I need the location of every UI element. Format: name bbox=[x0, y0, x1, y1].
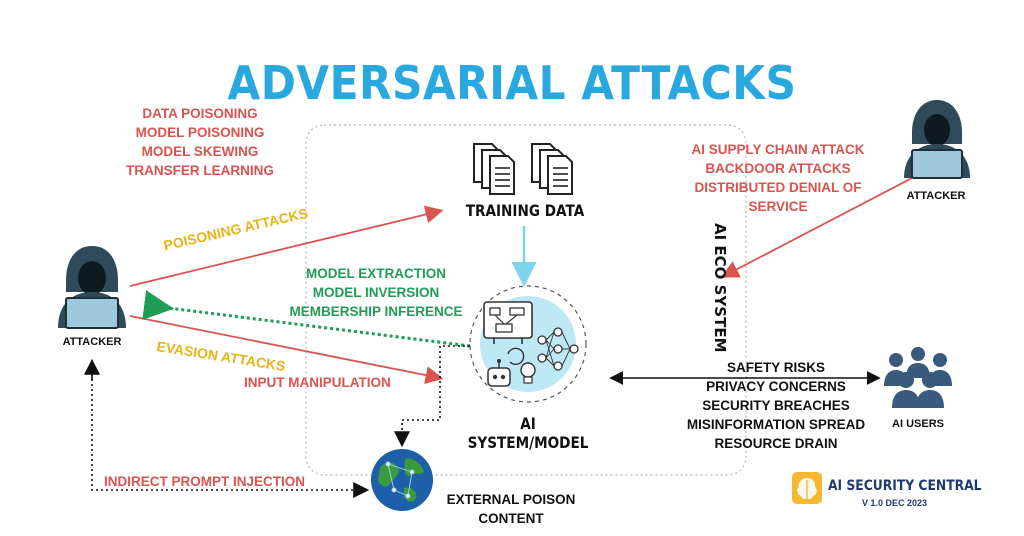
right-attack-list: AI SUPPLY CHAIN ATTACK BACKDOOR ATTACKS … bbox=[691, 142, 865, 214]
brand-logo bbox=[792, 472, 822, 504]
indirect-prompt-path bbox=[91, 364, 370, 498]
attacker-left-icon bbox=[58, 246, 126, 329]
model-attack-list: MODEL EXTRACTION MODEL INVERSION MEMBERS… bbox=[289, 266, 463, 319]
ai-users-label: AI USERS bbox=[892, 418, 944, 430]
indirect-prompt-label: INDIRECT PROMPT INJECTION bbox=[104, 474, 306, 489]
model-extraction-arrow bbox=[142, 290, 471, 348]
users-icon bbox=[884, 347, 952, 408]
globe-icon bbox=[371, 449, 433, 511]
supply-chain-arrow bbox=[720, 177, 913, 278]
attacker-right-label: ATTACKER bbox=[906, 190, 966, 202]
model-globe-path bbox=[394, 345, 470, 448]
brand-name: AI SECURITY CENTRAL bbox=[828, 478, 982, 494]
page-title: ADVERSARIAL ATTACKS bbox=[227, 56, 797, 110]
ai-system-label: AI SYSTEM/MODEL bbox=[467, 414, 589, 452]
attacker-right-icon bbox=[904, 100, 970, 179]
attacker-left-label: ATTACKER bbox=[62, 336, 122, 348]
evasion-arrow bbox=[129, 315, 444, 385]
left-attack-list: DATA POISONING MODEL POISONING MODEL SKE… bbox=[126, 106, 274, 178]
ecosystem-box bbox=[305, 124, 747, 476]
documents-icon bbox=[473, 143, 573, 195]
training-data-label: TRAINING DATA bbox=[465, 201, 585, 220]
risk-list: SAFETY RISKS PRIVACY CONCERNS SECURITY B… bbox=[686, 360, 866, 451]
input-manipulation-label: INPUT MANIPULATION bbox=[244, 375, 391, 390]
brain-icon bbox=[797, 478, 817, 500]
ai-system-icon bbox=[469, 285, 587, 403]
ecosystem-label: AI ECO SYSTEM bbox=[711, 223, 729, 353]
external-poison-label: EXTERNAL POISON CONTENT bbox=[446, 492, 576, 526]
brand-version: V 1.0 DEC 2023 bbox=[862, 498, 928, 508]
poisoning-arrow bbox=[129, 205, 444, 287]
